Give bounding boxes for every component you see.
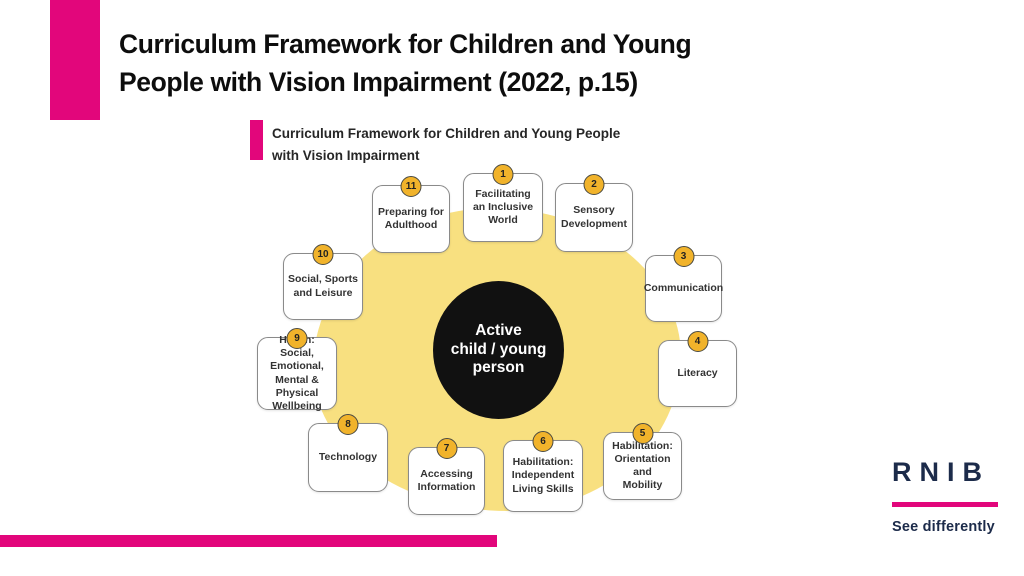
node-label: Social, Sports and Leisure [287, 273, 359, 299]
node-label: Habilitation: Independent Living Skills [511, 456, 575, 495]
node-technology: 8 Technology [308, 414, 388, 492]
pink-accent-bar-bottom [0, 535, 497, 547]
node-number-badge: 1 [492, 164, 514, 185]
node-number-badge: 7 [436, 438, 457, 459]
node-number-badge: 8 [337, 414, 359, 435]
node-label: Communication [643, 281, 724, 294]
node-social-sports-and-leisure: 10 Social, Sports and Leisure [283, 244, 363, 320]
node-label: Habilitation: Orientation and Mobility [612, 439, 673, 492]
node-number-badge: 2 [583, 174, 605, 195]
node-label: Literacy [677, 366, 718, 379]
node-label: Sensory Development [561, 204, 627, 230]
node-facilitating-an-inclusive-world: 1 Facilitating an Inclusive World [463, 164, 543, 242]
node-number-badge: 5 [632, 423, 653, 444]
node-label: Technology [318, 450, 378, 463]
node-number-badge: 10 [312, 244, 334, 265]
node-habilitation-independent-living-skills: 6 Habilitation: Independent Living Skill… [503, 431, 583, 512]
center-circle-active-child: Active child / young person [433, 281, 564, 419]
center-circle-label: Active child / young person [450, 322, 547, 377]
node-sensory-development: 2 Sensory Development [555, 174, 633, 252]
node-number-badge: 11 [400, 176, 422, 197]
rnib-pink-underline [892, 502, 998, 507]
node-label: Preparing for Adulthood [378, 205, 444, 231]
node-literacy: 4 Literacy [658, 331, 737, 407]
pink-accent-bar-top-left [50, 0, 100, 120]
node-number-badge: 3 [673, 246, 694, 267]
node-label: Accessing Information [417, 467, 476, 493]
slide-title: Curriculum Framework for Children and Yo… [119, 29, 692, 97]
rnib-logo: RNIB See differently [892, 459, 1002, 535]
node-health-wellbeing: 9 Health: Social, Emotional, Mental & Ph… [257, 328, 337, 412]
diagram-title: Curriculum Framework for Children and Yo… [272, 126, 621, 163]
node-communication: 3 Communication [644, 246, 723, 322]
node-accessing-information: 7 Accessing Information [408, 438, 485, 515]
node-number-badge: 4 [687, 331, 708, 352]
node-number-badge: 9 [286, 328, 308, 349]
rnib-brand-text: RNIB [892, 457, 990, 487]
diagram-title-accent-bar [250, 120, 263, 160]
node-habilitation-orientation-and-mobility: 5 Habilitation: Orientation and Mobility [603, 423, 682, 500]
node-number-badge: 6 [532, 431, 554, 452]
rnib-tagline: See differently [892, 519, 995, 535]
node-preparing-for-adulthood: 11 Preparing for Adulthood [372, 176, 450, 253]
node-label: Facilitating an Inclusive World [472, 187, 534, 226]
